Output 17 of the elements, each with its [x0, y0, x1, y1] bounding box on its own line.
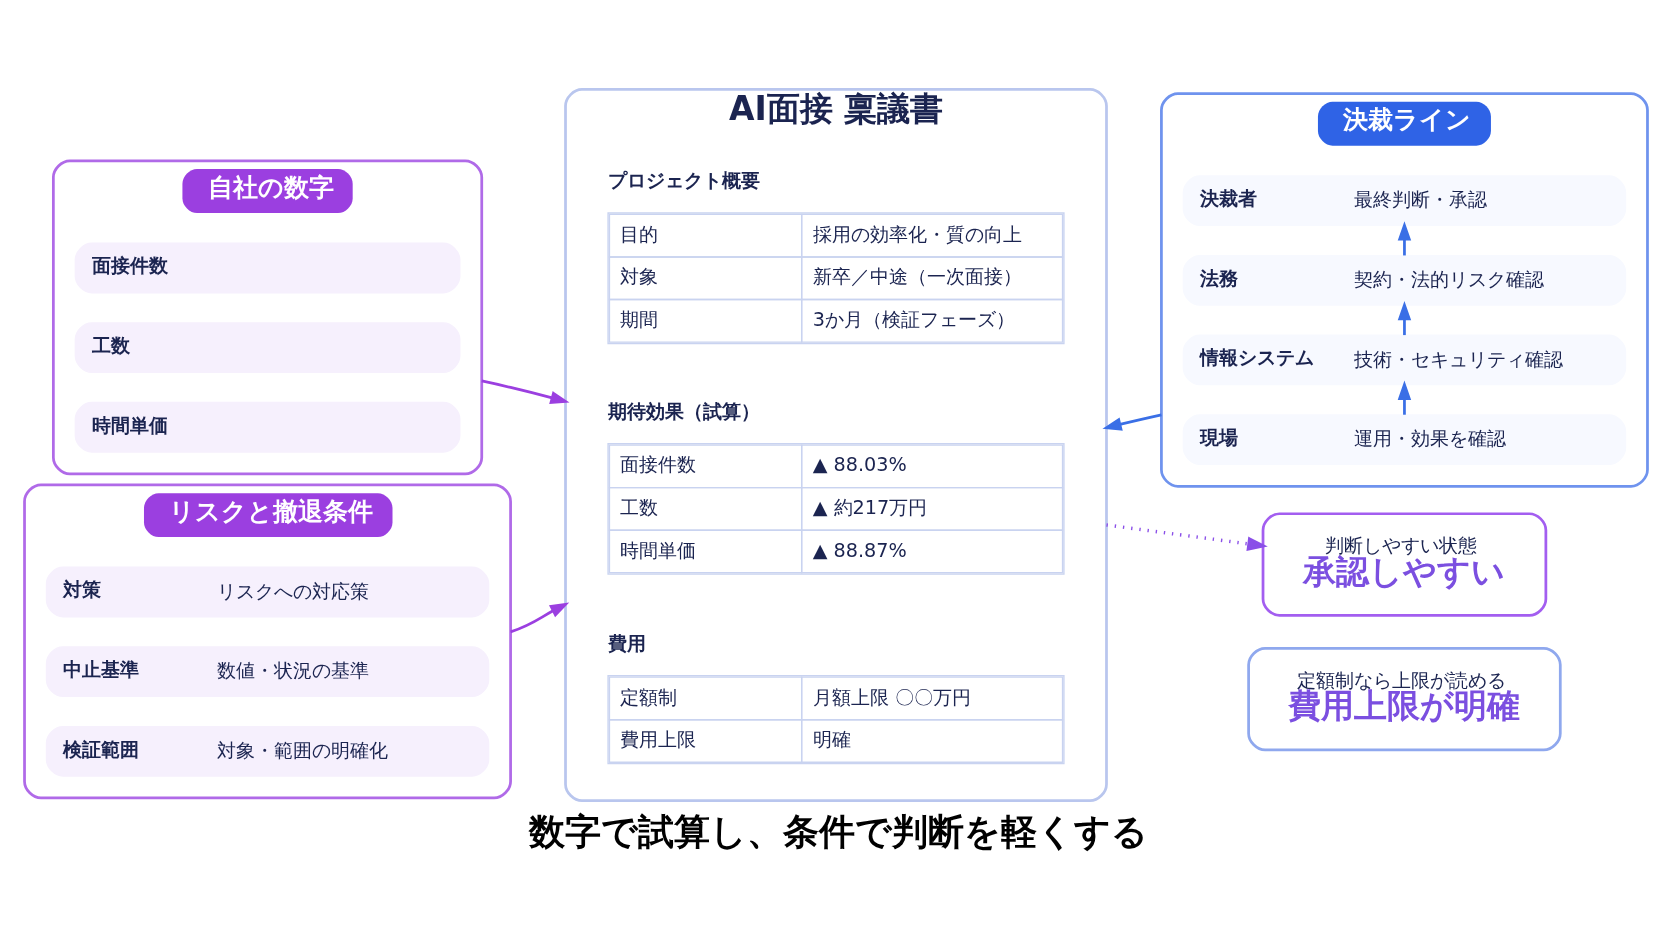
- node-label: 期待効果（試算）: [608, 399, 761, 423]
- node-box: 定額制なら上限が読める 費用上限が明確: [1247, 646, 1562, 752]
- node-box: 判断しやすい状態 承認しやすい: [1261, 512, 1548, 617]
- arrow: [1102, 413, 1162, 431]
- arrow: [1397, 300, 1412, 336]
- arrow: [1397, 221, 1412, 256]
- node-box: 現場 運用・効果を確認: [1182, 414, 1627, 465]
- arrow: [1106, 523, 1268, 551]
- node-box: 情報システム 技術・セキュリティ確認: [1182, 334, 1627, 386]
- arrow: [510, 602, 570, 634]
- node-label: プロジェクト概要: [608, 169, 761, 193]
- caption: 数字で試算し、条件で判断を軽くする: [529, 811, 1149, 853]
- arrow: [1397, 380, 1412, 415]
- node-box: 決裁者 最終判断・承認: [1182, 175, 1627, 227]
- arrow: [481, 379, 570, 405]
- node-box: 法務 契約・法的リスク確認: [1182, 254, 1627, 306]
- node-label: 費用: [608, 631, 647, 655]
